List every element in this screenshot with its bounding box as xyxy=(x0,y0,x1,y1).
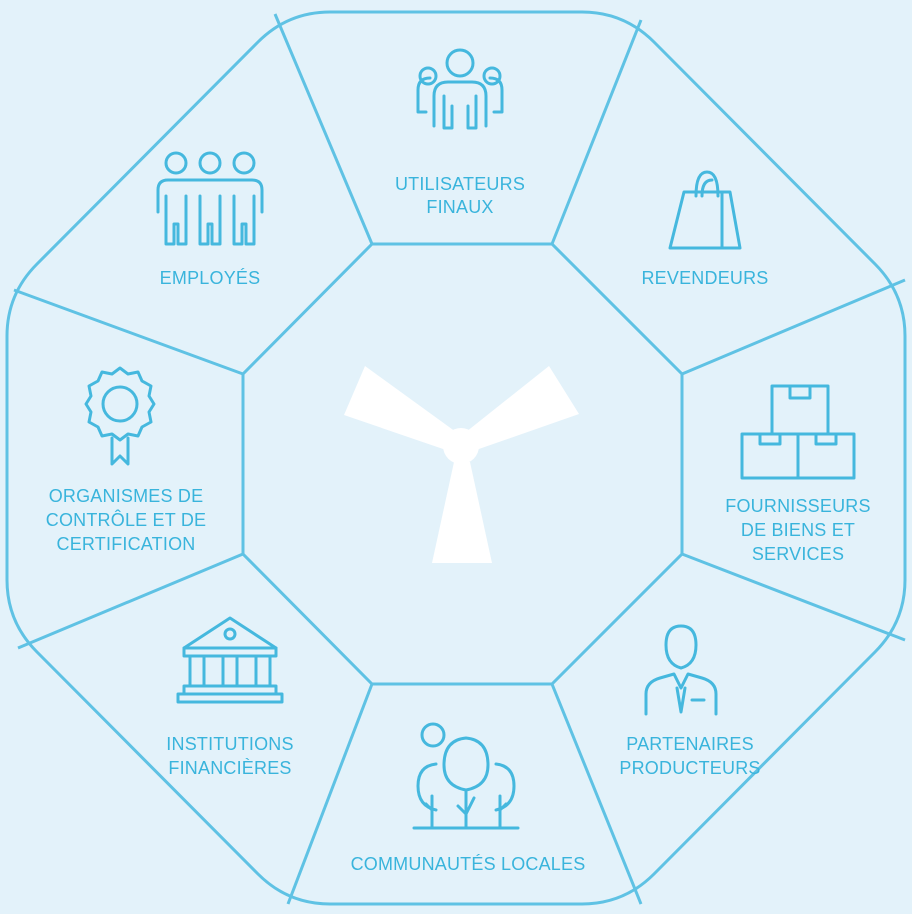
segment-label-line2: FINAUX xyxy=(426,197,493,217)
segment-label-line2: CONTRÔLE ET DE xyxy=(46,509,207,530)
people-group-icon xyxy=(416,48,504,130)
segment-label-line1: EMPLOYÉS xyxy=(160,268,261,288)
boxes-icon xyxy=(740,384,856,480)
segment-label-line1: UTILISATEURS xyxy=(395,174,525,194)
segment-label-line2: DE BIENS ET xyxy=(741,520,855,540)
trees-icon xyxy=(412,722,520,830)
bank-building-icon xyxy=(176,616,284,704)
segment-utilisateurs-finaux: UTILISATEURS FINAUX xyxy=(395,48,525,217)
shopping-bag-icon xyxy=(668,170,742,250)
segment-label-line1: FOURNISSEURS xyxy=(725,496,870,516)
segment-revendeurs: REVENDEURS xyxy=(641,170,768,288)
segment-employes: EMPLOYÉS xyxy=(156,151,264,288)
segment-label-line1: PARTENAIRES xyxy=(626,734,754,754)
segment-label-line1: REVENDEURS xyxy=(641,268,768,288)
segment-partenaires-producteurs: PARTENAIRES PRODUCTEURS xyxy=(619,624,760,778)
wind-turbine-logo-icon xyxy=(344,366,579,563)
segment-fournisseurs: FOURNISSEURS DE BIENS ET SERVICES xyxy=(725,384,871,564)
segment-organismes-controle: ORGANISMES DE CONTRÔLE ET DE CERTIFICATI… xyxy=(46,366,207,554)
segment-dividers xyxy=(13,13,906,905)
employees-icon xyxy=(156,151,264,246)
segment-label-line1: COMMUNAUTÉS LOCALES xyxy=(351,854,586,874)
outer-octagon xyxy=(5,10,907,906)
segment-communautes-locales: COMMUNAUTÉS LOCALES xyxy=(351,722,586,874)
segment-label-line1: INSTITUTIONS xyxy=(166,734,293,754)
segment-label-line3: CERTIFICATION xyxy=(57,534,196,554)
award-badge-icon xyxy=(84,366,156,466)
segment-institutions-financieres: INSTITUTIONS FINANCIÈRES xyxy=(166,616,294,778)
segment-label-line3: SERVICES xyxy=(752,544,844,564)
segment-label-line1: ORGANISMES DE xyxy=(49,486,204,506)
segment-label-line2: FINANCIÈRES xyxy=(168,758,291,778)
businessman-icon xyxy=(644,624,718,716)
segment-label-line2: PRODUCTEURS xyxy=(619,758,760,778)
